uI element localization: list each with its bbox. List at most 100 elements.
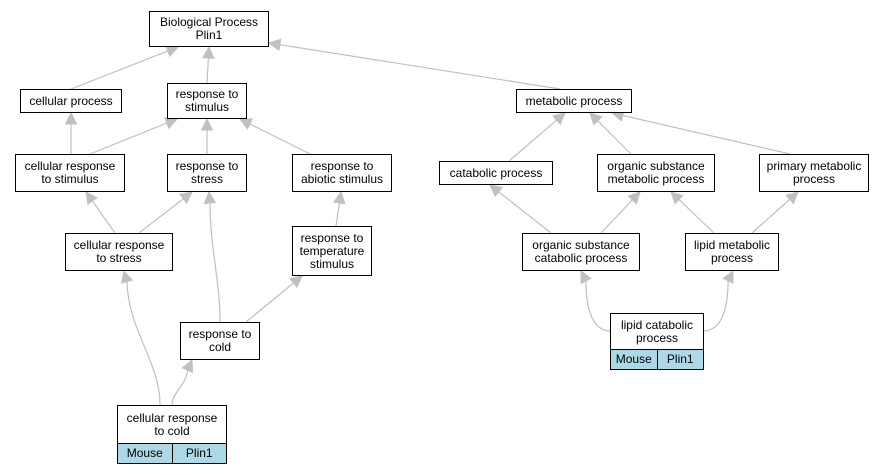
edge-line xyxy=(335,202,340,227)
edge-arrowhead xyxy=(179,191,193,205)
go-term-node-cellular-response-to-stress[interactable]: cellular response to stress xyxy=(65,233,173,271)
edge-arrowhead xyxy=(181,358,194,374)
edge-arrowhead xyxy=(120,269,134,284)
edge-line xyxy=(751,198,791,234)
edge-line xyxy=(498,191,552,234)
edge-line xyxy=(585,280,612,332)
go-term-label: organic substance metabolic process xyxy=(607,159,705,186)
go-term-node-lipid-metabolic-process[interactable]: lipid metabolic process xyxy=(685,233,779,271)
go-term-label: metabolic process xyxy=(525,93,623,108)
edge-line xyxy=(279,44,561,90)
edge-arrowhead xyxy=(238,118,254,130)
edge-lipid_metabolic_process-to-primary_metabolic_process xyxy=(751,191,799,234)
edge-response_to_stimulus-to-root xyxy=(202,45,215,84)
go-term-label: response to stress xyxy=(175,159,239,186)
edge-cellular_response_to_cold-to-response_to_cold xyxy=(171,358,194,406)
edge-response_to_cold-to-response_to_temperature_stimulus xyxy=(245,275,303,323)
edge-line xyxy=(597,120,632,155)
go-term-node-organic-substance-catabolic-process[interactable]: organic substance catabolic process xyxy=(522,233,640,271)
edge-line xyxy=(622,114,791,155)
go-term-node-organic-substance-metabolic-process[interactable]: organic substance metabolic process xyxy=(597,154,715,192)
edge-cellular_process-to-root xyxy=(70,45,180,90)
edge-arrowhead xyxy=(333,190,346,205)
go-term-node-catabolic-process[interactable]: catabolic process xyxy=(439,161,553,185)
go-term-node-primary-metabolic-process[interactable]: primary metabolic process xyxy=(759,154,869,192)
edge-cellular_response_to_stress-to-response_to_stress xyxy=(138,191,193,234)
go-term-label: lipid metabolic process xyxy=(693,238,771,265)
edge-lipid_catabolic_process-to-lipid_metabolic_process xyxy=(702,269,734,332)
go-term-label: cellular response to stimulus xyxy=(24,159,116,186)
edge-cellular_response_to_stress-to-cellular_response_to_stimulus xyxy=(85,191,116,234)
go-term-label: response to cold xyxy=(188,327,252,354)
go-term-label: Biological Process Plin1 xyxy=(159,15,259,42)
go-term-node-response-to-temperature-stimulus[interactable]: response to temperature stimulus xyxy=(292,226,372,276)
go-term-label: primary metabolic process xyxy=(766,159,862,186)
edge-line xyxy=(245,282,294,323)
edge-response_to_abiotic_stimulus-to-response_to_stimulus xyxy=(238,118,311,155)
edge-line xyxy=(600,199,633,234)
go-term-label: response to abiotic stimulus xyxy=(300,159,384,186)
edge-line xyxy=(678,199,715,234)
edge-arrowhead xyxy=(627,191,641,205)
edge-response_to_cold-to-response_to_stress xyxy=(203,190,221,323)
edge-arrowhead xyxy=(85,191,98,206)
species-tag[interactable]: Mouse xyxy=(611,350,657,369)
go-term-label: catabolic process xyxy=(449,165,543,180)
edge-arrowhead xyxy=(202,45,215,59)
edge-arrowhead xyxy=(589,112,603,126)
go-term-label: cellular response to cold xyxy=(126,410,218,438)
go-term-node-metabolic-process[interactable]: metabolic process xyxy=(516,89,632,113)
edge-lipid_catabolic_process-to-organic_substance_catabolic_process xyxy=(580,269,612,332)
edge-line xyxy=(171,369,189,406)
edge-cellular_response_to_stimulus-to-cellular_process xyxy=(64,111,78,154)
species-tag[interactable]: Mouse xyxy=(118,444,172,463)
go-term-label: response to stimulus xyxy=(175,87,239,114)
edge-response_to_temperature_stimulus-to-response_to_abiotic_stimulus xyxy=(333,190,346,227)
edge-line xyxy=(126,281,161,406)
go-term-label: cellular process xyxy=(29,93,113,108)
go-term-node-response-to-stimulus[interactable]: response to stimulus xyxy=(167,83,247,119)
edge-arrowhead xyxy=(580,269,592,285)
edge-arrowhead xyxy=(552,112,566,126)
edge-arrowhead xyxy=(489,184,503,198)
go-term-node-cellular-process[interactable]: cellular process xyxy=(20,89,122,113)
edge-line xyxy=(209,202,221,323)
edge-catabolic_process-to-metabolic_process xyxy=(508,112,566,162)
edge-line xyxy=(702,280,729,332)
edge-arrowhead xyxy=(267,38,282,52)
edge-line xyxy=(89,122,168,155)
edge-organic_substance_catabolic_process-to-organic_substance_metabolic_process xyxy=(600,191,641,234)
go-term-node-root[interactable]: Biological Process Plin1 xyxy=(149,11,269,47)
edge-arrowhead xyxy=(289,275,303,289)
go-term-label: organic substance catabolic process xyxy=(532,238,630,265)
edge-arrowhead xyxy=(670,191,684,205)
edge-arrowhead xyxy=(203,190,217,204)
go-term-node-response-to-cold[interactable]: response to cold xyxy=(180,322,260,360)
edge-line xyxy=(138,198,184,234)
edge-line xyxy=(91,200,116,234)
edge-line xyxy=(206,57,209,84)
go-term-node-response-to-stress[interactable]: response to stress xyxy=(167,154,247,192)
edge-arrowhead xyxy=(164,45,180,58)
go-term-label: lipid catabolic process xyxy=(620,317,694,345)
edge-cellular_response_to_cold-to-cellular_response_to_stress xyxy=(120,269,161,406)
edge-metabolic_process-to-root xyxy=(267,38,561,90)
edge-organic_substance_metabolic_process-to-metabolic_process xyxy=(589,112,632,155)
gene-tag[interactable]: Plin1 xyxy=(171,444,226,463)
go-term-label: cellular response to stress xyxy=(73,238,165,265)
go-term-node-response-to-abiotic-stimulus[interactable]: response to abiotic stimulus xyxy=(292,154,392,192)
edge-arrowhead xyxy=(163,117,179,130)
go-term-label: response to temperature stimulus xyxy=(299,230,365,271)
go-term-node-cellular-response-to-stimulus[interactable]: cellular response to stimulus xyxy=(15,154,125,192)
edge-primary_metabolic_process-to-metabolic_process xyxy=(610,109,791,155)
edge-cellular_response_to_stimulus-to-response_to_stimulus xyxy=(89,117,179,155)
edge-arrowhead xyxy=(200,117,214,131)
gene-tag[interactable]: Plin1 xyxy=(656,350,703,369)
edge-response_to_stress-to-response_to_stimulus xyxy=(200,117,214,154)
